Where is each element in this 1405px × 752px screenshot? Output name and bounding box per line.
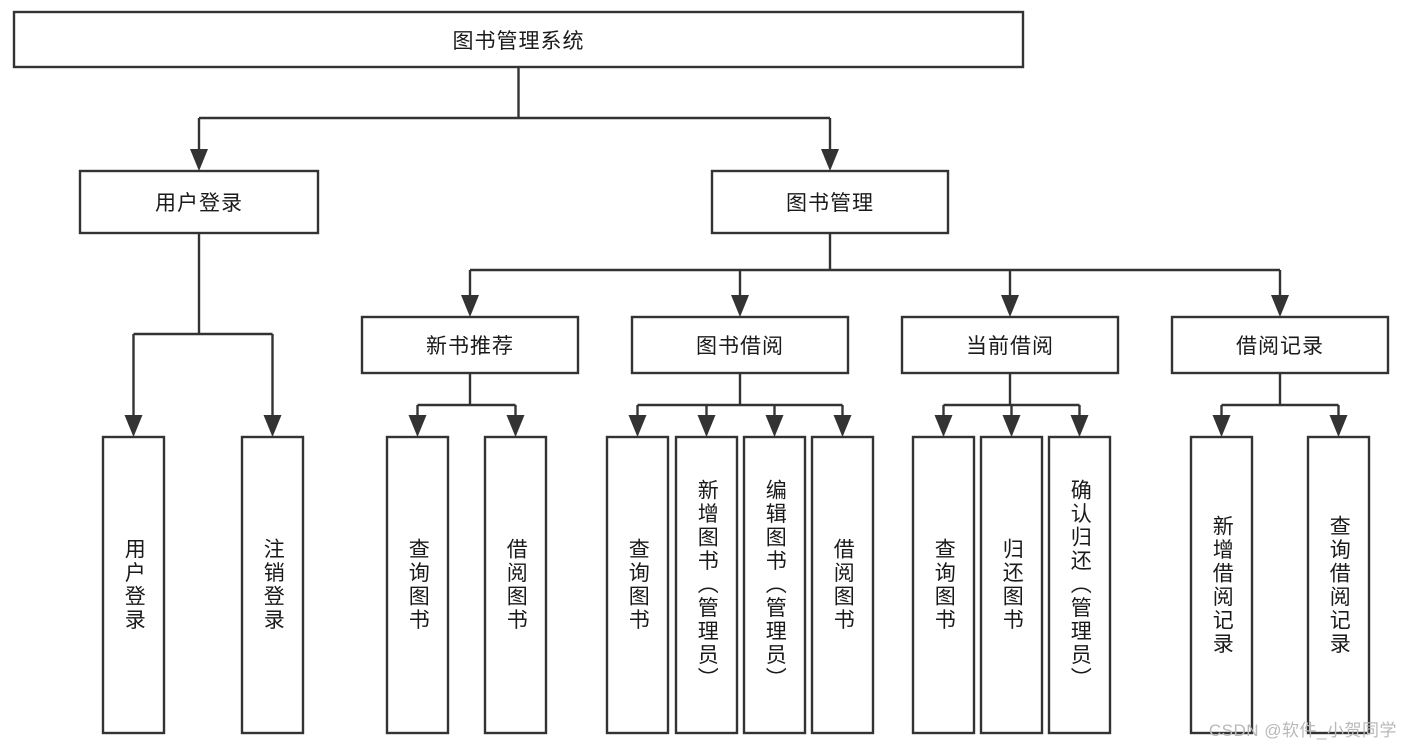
node-box-leaf-logout[interactable] <box>240 435 305 735</box>
conn-book-manage-branch-book-borrow-arrowhead <box>731 295 749 317</box>
conn-current-borrow-branch-leaf-return-book-arrowhead <box>1002 415 1021 437</box>
conn-root-branch-user-login-arrowhead <box>190 149 208 171</box>
conn-book-borrow-branch-leaf-add-book-admin-arrowhead <box>697 415 716 437</box>
node-box-new-book-recommend[interactable] <box>360 315 580 375</box>
node-box-leaf-return-book[interactable] <box>979 435 1044 735</box>
conn-current-borrow-branch-leaf-query-book-3-arrowhead <box>934 415 953 437</box>
node-box-leaf-query-book-2[interactable] <box>605 435 670 735</box>
conn-book-borrow-branch-leaf-edit-book-admin-arrowhead <box>765 415 784 437</box>
nodes-layer <box>12 10 1390 735</box>
node-box-borrow-record[interactable] <box>1170 315 1390 375</box>
conn-book-borrow-branch-leaf-borrow-book-2-arrowhead <box>833 415 852 437</box>
node-box-leaf-add-book-admin[interactable] <box>674 435 739 735</box>
conn-user-login-branch-leaf-logout-arrowhead <box>263 415 282 437</box>
connectors-layer <box>124 67 1348 437</box>
node-box-current-borrow[interactable] <box>900 315 1120 375</box>
conn-book-manage-branch-current-borrow-arrowhead <box>1001 295 1019 317</box>
node-box-leaf-add-borrow-record[interactable] <box>1189 435 1254 735</box>
conn-root-branch-book-manage-arrowhead <box>821 149 839 171</box>
node-box-user-login[interactable] <box>78 169 320 235</box>
node-box-book-borrow[interactable] <box>630 315 850 375</box>
node-box-leaf-user-login[interactable] <box>101 435 166 735</box>
conn-borrow-record-branch-leaf-add-borrow-record-arrowhead <box>1212 415 1231 437</box>
conn-book-borrow-branch-leaf-query-book-2-arrowhead <box>628 415 647 437</box>
node-box-leaf-query-book-3[interactable] <box>911 435 976 735</box>
conn-book-manage-branch-borrow-record-arrowhead <box>1271 295 1289 317</box>
conn-borrow-record-branch-leaf-query-borrow-record-arrowhead <box>1329 415 1348 437</box>
node-box-leaf-query-borrow-record[interactable] <box>1306 435 1371 735</box>
conn-new-book-recommend-branch-leaf-query-book-1-arrowhead <box>408 415 427 437</box>
conn-new-book-recommend-branch-leaf-borrow-book-1-arrowhead <box>506 415 525 437</box>
conn-book-manage-branch-new-book-recommend-arrowhead <box>461 295 479 317</box>
node-box-leaf-query-book-1[interactable] <box>385 435 450 735</box>
node-box-leaf-borrow-book-1[interactable] <box>483 435 548 735</box>
node-box-leaf-confirm-return-admin[interactable] <box>1047 435 1112 735</box>
node-box-root[interactable] <box>12 10 1025 69</box>
conn-user-login-branch-leaf-user-login-arrowhead <box>124 415 143 437</box>
conn-current-borrow-branch-leaf-confirm-return-admin-arrowhead <box>1070 415 1089 437</box>
node-box-book-manage[interactable] <box>710 169 950 235</box>
node-box-leaf-borrow-book-2[interactable] <box>810 435 875 735</box>
node-box-leaf-edit-book-admin[interactable] <box>742 435 807 735</box>
